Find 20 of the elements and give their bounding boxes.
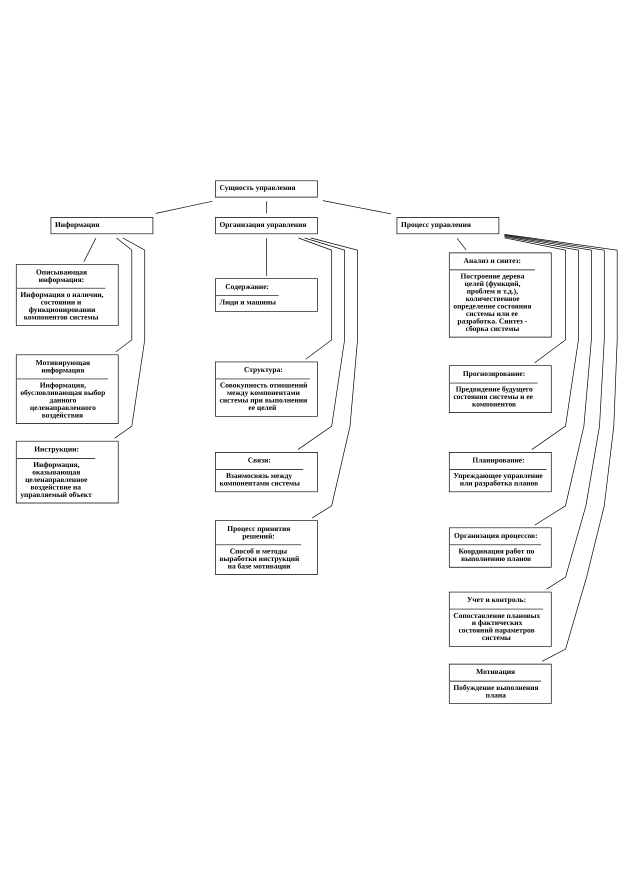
connector [298, 238, 345, 450]
connector [310, 238, 358, 518]
connector [84, 238, 96, 262]
node-box: Информация [50, 217, 154, 234]
connector [504, 234, 618, 662]
connector [504, 236, 579, 450]
node-box: Организация управления [215, 217, 318, 234]
connector [504, 237, 566, 364]
connector [504, 235, 592, 526]
node-box: Сущность управления [215, 180, 318, 198]
connector [116, 238, 132, 352]
connector [322, 200, 392, 214]
connector [114, 238, 146, 439]
connector [156, 200, 213, 214]
connector [266, 200, 267, 214]
connector [504, 234, 605, 590]
connector [298, 238, 332, 360]
connector [456, 238, 466, 250]
connector [266, 238, 267, 276]
node-box: Процесс управления [396, 217, 500, 234]
